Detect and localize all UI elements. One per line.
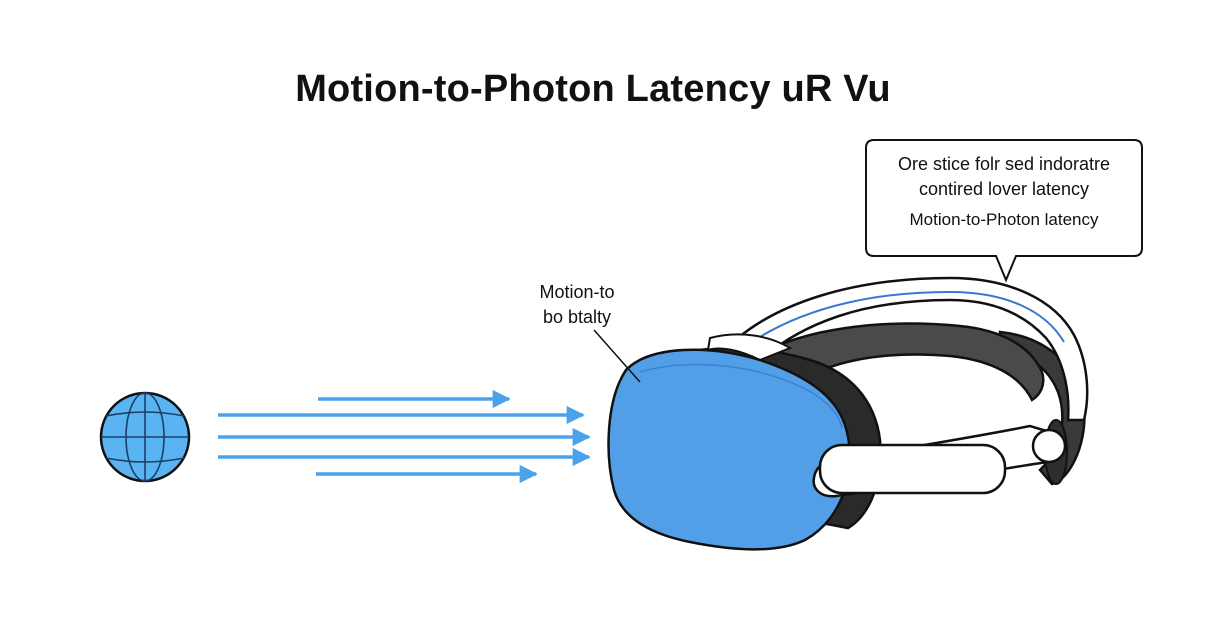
vr-headset (607, 276, 1089, 551)
callout-bubble: Ore stice folr sed indoratre contired lo… (865, 139, 1143, 283)
pointer-label: Motion-to bo btalty (539, 282, 641, 383)
pointer-label-line: bo btalty (543, 307, 611, 327)
pointer-label-line: Motion-to (539, 282, 614, 302)
page-title: Motion-to-Photon Latency uR Vu (295, 68, 891, 110)
callout-line: Motion-to-Photon latency (910, 210, 1099, 229)
pointer-line (593, 329, 641, 383)
callout-line: Ore stice folr sed indoratre (898, 154, 1110, 174)
motion-arrows (218, 389, 591, 484)
globe-icon (99, 391, 191, 483)
callout-line: contired lover latency (919, 179, 1089, 199)
